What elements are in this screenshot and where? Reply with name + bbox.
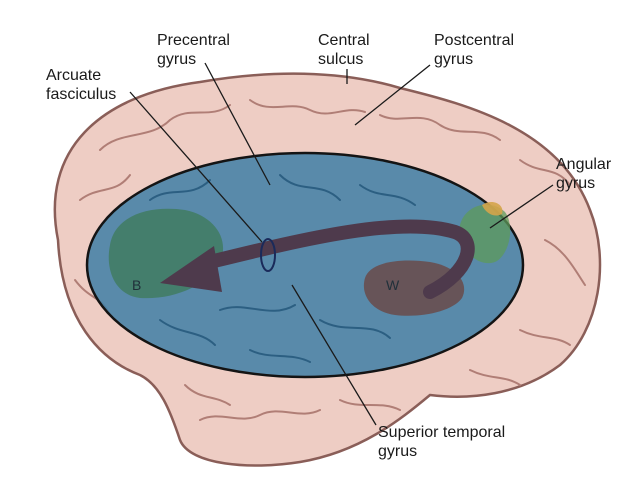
angular-gyrus-highlight bbox=[482, 201, 503, 216]
gyri-folds bbox=[74, 99, 586, 421]
arrow-head bbox=[160, 246, 222, 292]
arcuate-fasciculus-arrow bbox=[203, 219, 475, 299]
leader-lines bbox=[129, 62, 554, 426]
label-arcuate-fasciculus: Arcuate fasciculus bbox=[46, 67, 117, 103]
label-superior-temporal-gyrus: Superior temporal gyrus bbox=[378, 424, 506, 460]
overlay-folds bbox=[149, 174, 416, 363]
label-angular-gyrus: Angular gyrus bbox=[556, 156, 612, 192]
broca-mark: B bbox=[132, 277, 141, 293]
label-postcentral-gyrus: Postcentral gyrus bbox=[434, 32, 515, 68]
leader-precentral bbox=[204, 62, 271, 186]
arcuate-fasciculus-marker bbox=[260, 238, 276, 272]
language-network-overlay bbox=[85, 151, 525, 379]
wernicke-area bbox=[363, 260, 465, 316]
leader-superior-temporal bbox=[291, 284, 377, 426]
leader-postcentral bbox=[354, 64, 431, 126]
label-precentral-gyrus: Precentral gyrus bbox=[157, 32, 230, 68]
leader-arcuate bbox=[129, 91, 263, 243]
label-central-sulcus: Central sulcus bbox=[318, 32, 370, 68]
wernicke-mark: W bbox=[386, 277, 400, 293]
leader-angular bbox=[489, 184, 554, 229]
